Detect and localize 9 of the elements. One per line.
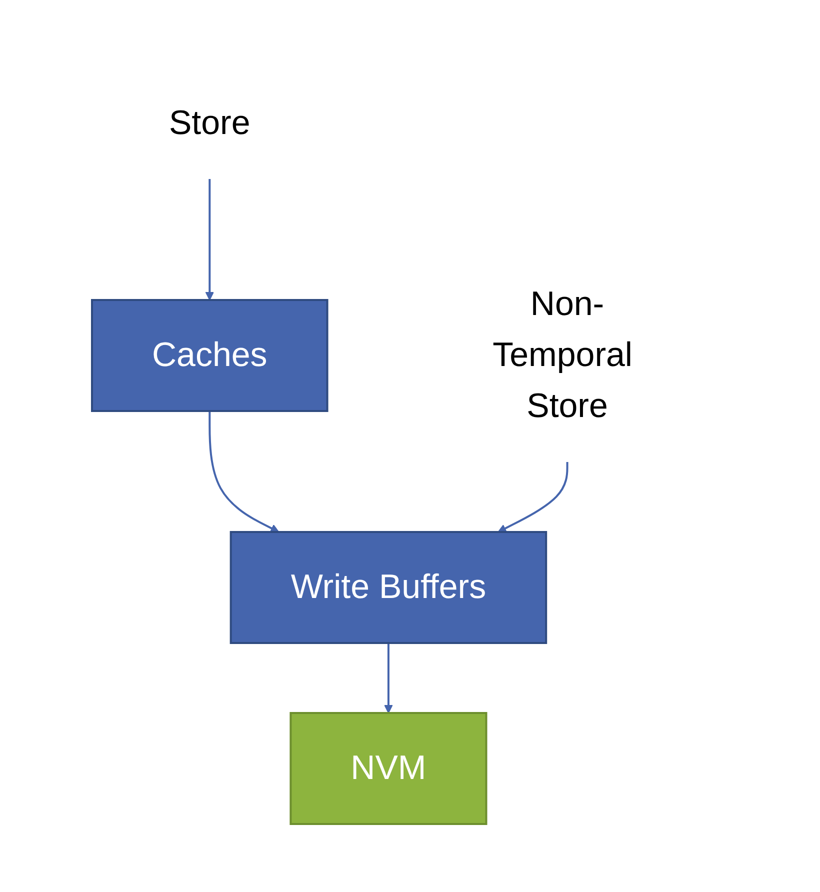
node-text: Store xyxy=(169,104,251,142)
node-box: NVM xyxy=(290,712,488,825)
node-box: Caches xyxy=(91,299,329,412)
arrow xyxy=(206,179,214,300)
arrow xyxy=(498,462,569,532)
arrow xyxy=(384,643,394,714)
arrow xyxy=(209,411,280,532)
node-text: Non-Temporal Store xyxy=(493,285,633,425)
node-box: Write Buffers xyxy=(230,531,548,644)
